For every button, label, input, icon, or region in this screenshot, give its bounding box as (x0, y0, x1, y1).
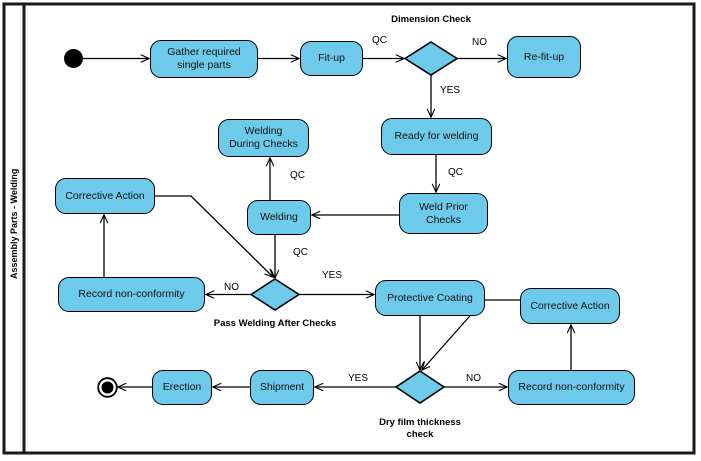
edge-label-yes-dry-film: YES (348, 373, 369, 384)
node-fit-up[interactable]: Fit-up (300, 41, 363, 76)
edge-label-qc-welding-up: QC (290, 170, 305, 181)
node-protective-coating[interactable]: Protective Coating (375, 280, 485, 316)
node-label: Corrective Action (65, 189, 145, 202)
decision-label-dimension-check: Dimension Check (391, 14, 471, 25)
node-erection[interactable]: Erection (152, 370, 212, 405)
edge-label-qc-welding-down: QC (293, 247, 308, 258)
node-label: Welding (260, 211, 298, 224)
decision-dry-film (394, 370, 446, 404)
decision-dimension-check (403, 41, 459, 76)
edge-label-yes-pass-welding: YES (322, 270, 343, 281)
node-shipment[interactable]: Shipment (250, 370, 314, 405)
node-record-non-conformity-coating[interactable]: Record non-conformity (508, 370, 635, 405)
edge-label-yes-dimension: YES (440, 85, 461, 96)
edge-label-qc-ready: QC (448, 167, 463, 178)
node-label: Corrective Action (530, 299, 610, 312)
node-label: Protective Coating (387, 291, 473, 304)
node-label: Erection (162, 381, 202, 394)
node-ready-for-welding[interactable]: Ready for welding (381, 118, 492, 155)
node-label: Record non-conformity (518, 381, 625, 394)
node-record-non-conformity-welding[interactable]: Record non-conformity (58, 277, 205, 312)
node-corrective-action-welding[interactable]: Corrective Action (55, 178, 155, 214)
final-node-core (101, 381, 114, 394)
decision-label-pass-welding-after-checks: Pass Welding After Checks (213, 318, 337, 329)
edge-label-qc-fitup: QC (372, 35, 387, 46)
node-label: Record non-conformity (78, 288, 185, 301)
swimlane-label: Assembly Parts - Welding (9, 168, 19, 279)
node-re-fit-up[interactable]: Re-fit-up (507, 36, 581, 78)
decision-pass-welding (249, 278, 301, 311)
node-label: Ready for welding (394, 130, 479, 143)
node-corrective-action-coating[interactable]: Corrective Action (520, 288, 620, 324)
node-label: Re-fit-up (523, 50, 565, 63)
edge-label-no-dimension: NO (472, 37, 487, 48)
node-label: Fit-up (318, 52, 345, 65)
edge-label-no-dry-film: NO (466, 373, 481, 384)
decision-label-dry-film-thickness-check: Dry film thickness check (379, 417, 461, 440)
node-welding[interactable]: Welding (247, 200, 311, 235)
diagram-frame (2, 2, 696, 455)
edge-label-no-pass-welding: NO (224, 282, 239, 293)
initial-node (64, 49, 83, 68)
node-label: Shipment (259, 381, 305, 394)
edge-corrleft-to-passweld (155, 195, 273, 277)
